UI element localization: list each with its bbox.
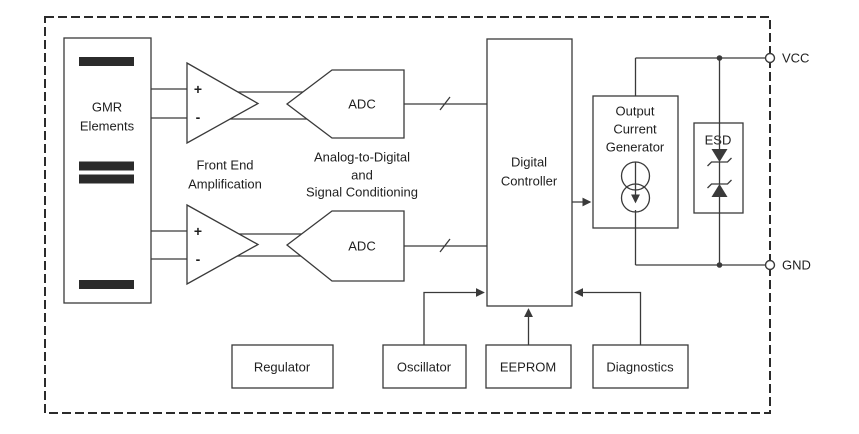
gmr-resistor-bar (79, 57, 134, 66)
front-end-amplifier-bottom: + - (186, 203, 260, 286)
eeprom-label: EEPROM (500, 360, 556, 375)
digital-controller-label: Digital (511, 155, 547, 170)
oscillator-label: Oscillator (397, 360, 452, 375)
digital-controller-block: Digital Controller (486, 38, 573, 307)
diagnostics-to-controller-arrow (574, 287, 642, 345)
amp-to-adc-wires-bottom (230, 233, 310, 257)
ocg-label: Current (613, 122, 657, 137)
oscillator-block: Oscillator (382, 344, 467, 389)
gmr-elements-label: Elements (80, 119, 135, 134)
amp-to-adc-wires-top (230, 91, 310, 120)
caption-line: Analog-to-Digital (314, 150, 410, 165)
vcc-terminal-icon (764, 52, 776, 64)
adc-block-top: ADC (285, 69, 405, 139)
adc-block-bottom: ADC (285, 210, 405, 282)
caption-line: Signal Conditioning (306, 185, 418, 200)
amp-plus-input-label: + (194, 81, 202, 97)
digital-controller-label: Controller (501, 174, 558, 189)
zener-diode-icon (707, 179, 732, 213)
bus-slash-icon (439, 96, 451, 111)
gnd-terminal-icon (764, 259, 776, 271)
gmr-resistor-bar (79, 161, 134, 171)
gmr-to-amp-wires (151, 88, 187, 260)
amp-minus-input-label: - (196, 251, 201, 267)
eeprom-block: EEPROM (485, 344, 572, 389)
bus-slash-icon (439, 238, 451, 253)
output-current-generator-block: Output Current Generator (592, 95, 679, 229)
gnd-pin: GND (764, 258, 811, 273)
front-end-amplification-caption: Front End Amplification (188, 158, 262, 192)
gmr-elements-block: GMR Elements (63, 37, 152, 304)
vcc-pin: VCC (764, 51, 809, 66)
vcc-pin-label: VCC (782, 51, 809, 66)
chip-boundary-dashed-border (44, 16, 771, 414)
caption-line: Amplification (188, 177, 262, 192)
regulator-block: Regulator (231, 344, 334, 389)
amp-plus-input-label: + (194, 223, 202, 239)
adc-label: ADC (348, 97, 375, 112)
current-source-icon (620, 161, 651, 228)
gnd-pin-label: GND (782, 258, 811, 273)
oscillator-to-controller-arrow (423, 287, 485, 345)
gmr-resistor-bar (79, 174, 134, 184)
esd-label: ESD (705, 133, 732, 148)
junction-dot (716, 55, 723, 61)
caption-line: and (351, 168, 373, 183)
gmr-resistor-bar (79, 280, 134, 289)
junction-dot (716, 262, 723, 268)
supply-rails (634, 55, 766, 268)
adc-to-controller-wires (404, 96, 487, 253)
adc-signal-conditioning-caption: Analog-to-Digital and Signal Conditionin… (306, 150, 418, 200)
front-end-amplifier-top: + - (186, 61, 260, 145)
caption-line: Front End (196, 158, 253, 173)
diagnostics-block: Diagnostics (592, 344, 689, 389)
amp-minus-input-label: - (196, 109, 201, 125)
esd-block: ESD (693, 122, 744, 214)
ocg-label: Generator (606, 140, 665, 155)
adc-label: ADC (348, 239, 375, 254)
regulator-label: Regulator (254, 360, 311, 375)
ocg-label: Output (615, 104, 654, 119)
diagnostics-label: Diagnostics (606, 360, 674, 375)
gmr-elements-label: GMR (92, 100, 122, 115)
